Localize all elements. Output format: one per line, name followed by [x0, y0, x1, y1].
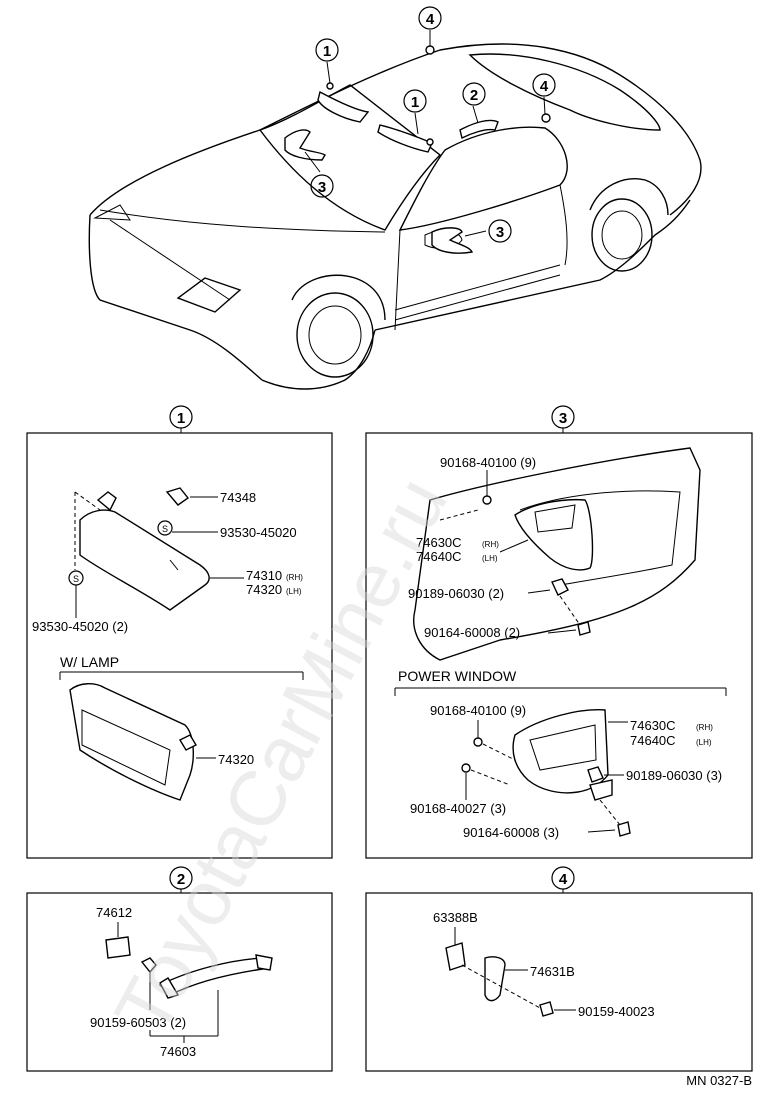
- callout-1-left: 1: [315, 38, 339, 62]
- car-callouts: 4 1 1 2 4 3 3: [310, 6, 556, 243]
- part-93530-45020-2: 93530-45020 (2): [32, 619, 128, 634]
- part-74631B: 74631B: [530, 964, 575, 979]
- section-1: 1 74348 S 93530-45020 74310 (RH) 74320 (…: [26, 405, 333, 859]
- section-1-number: 1: [177, 410, 185, 427]
- section-2-number: 2: [177, 871, 185, 888]
- part-74640C: 74640C: [416, 549, 462, 564]
- part-63388B: 63388B: [433, 910, 478, 925]
- part-90159-60503: 90159-60503 (2): [90, 1015, 186, 1030]
- lamp-label: W/ LAMP: [60, 654, 119, 670]
- callout-3-door: 3: [488, 219, 512, 243]
- callout-1-right: 1: [403, 89, 427, 113]
- svg-text:4: 4: [540, 78, 549, 95]
- pw-part-90189-06030: 90189-06030 (3): [626, 768, 722, 783]
- part-90164-60008: 90164-60008 (2): [424, 625, 520, 640]
- part-74630C: 74630C: [416, 535, 462, 550]
- svg-text:1: 1: [411, 94, 419, 111]
- svg-text:(RH): (RH): [286, 573, 303, 582]
- pw-part-74640C: 74640C: [630, 733, 676, 748]
- callout-4-roof: 4: [418, 6, 442, 30]
- svg-text:S: S: [162, 524, 168, 534]
- reference-code: MN 0327-B: [686, 1073, 752, 1088]
- pw-part-90168-40100: 90168-40100 (9): [430, 703, 526, 718]
- pw-part-90168-40027: 90168-40027 (3): [410, 801, 506, 816]
- power-window-label: POWER WINDOW: [398, 668, 517, 684]
- svg-text:3: 3: [318, 179, 326, 196]
- section-4: 4 63388B 74631B 90159-40023: [365, 866, 753, 1072]
- svg-text:4: 4: [426, 11, 435, 28]
- lamp-part-74320: 74320: [218, 752, 254, 767]
- section-2: 2 74612 90159-60503 (2) 74603: [26, 866, 333, 1072]
- part-90189-06030: 90189-06030 (2): [408, 586, 504, 601]
- section-4-number: 4: [559, 871, 568, 888]
- part-74612: 74612: [96, 905, 132, 920]
- part-74310: 74310: [246, 568, 282, 583]
- svg-text:(LH): (LH): [286, 587, 302, 596]
- section-3-number: 3: [559, 410, 567, 427]
- svg-text:3: 3: [496, 224, 504, 241]
- part-74320: 74320: [246, 582, 282, 597]
- svg-text:(RH): (RH): [696, 723, 713, 732]
- part-74348: 74348: [220, 490, 256, 505]
- callout-3-left: 3: [310, 174, 334, 198]
- svg-text:(LH): (LH): [482, 554, 498, 563]
- svg-text:S: S: [73, 574, 79, 584]
- car-illustration: [88, 30, 702, 390]
- callout-4-rear: 4: [532, 73, 556, 97]
- svg-text:1: 1: [323, 43, 331, 60]
- svg-text:2: 2: [470, 87, 478, 104]
- section-3: 3 90168-40100 (9) 74630C (RH) 74640C (LH…: [365, 405, 753, 859]
- pw-part-90164-60008: 90164-60008 (3): [463, 825, 559, 840]
- callout-2: 2: [462, 82, 486, 106]
- part-74603: 74603: [160, 1044, 196, 1059]
- part-90159-40023: 90159-40023: [578, 1004, 655, 1019]
- pw-part-74630C: 74630C: [630, 718, 676, 733]
- part-93530-45020: 93530-45020: [220, 525, 297, 540]
- part-90168-40100: 90168-40100 (9): [440, 455, 536, 470]
- svg-text:(LH): (LH): [696, 738, 712, 747]
- svg-text:(RH): (RH): [482, 540, 499, 549]
